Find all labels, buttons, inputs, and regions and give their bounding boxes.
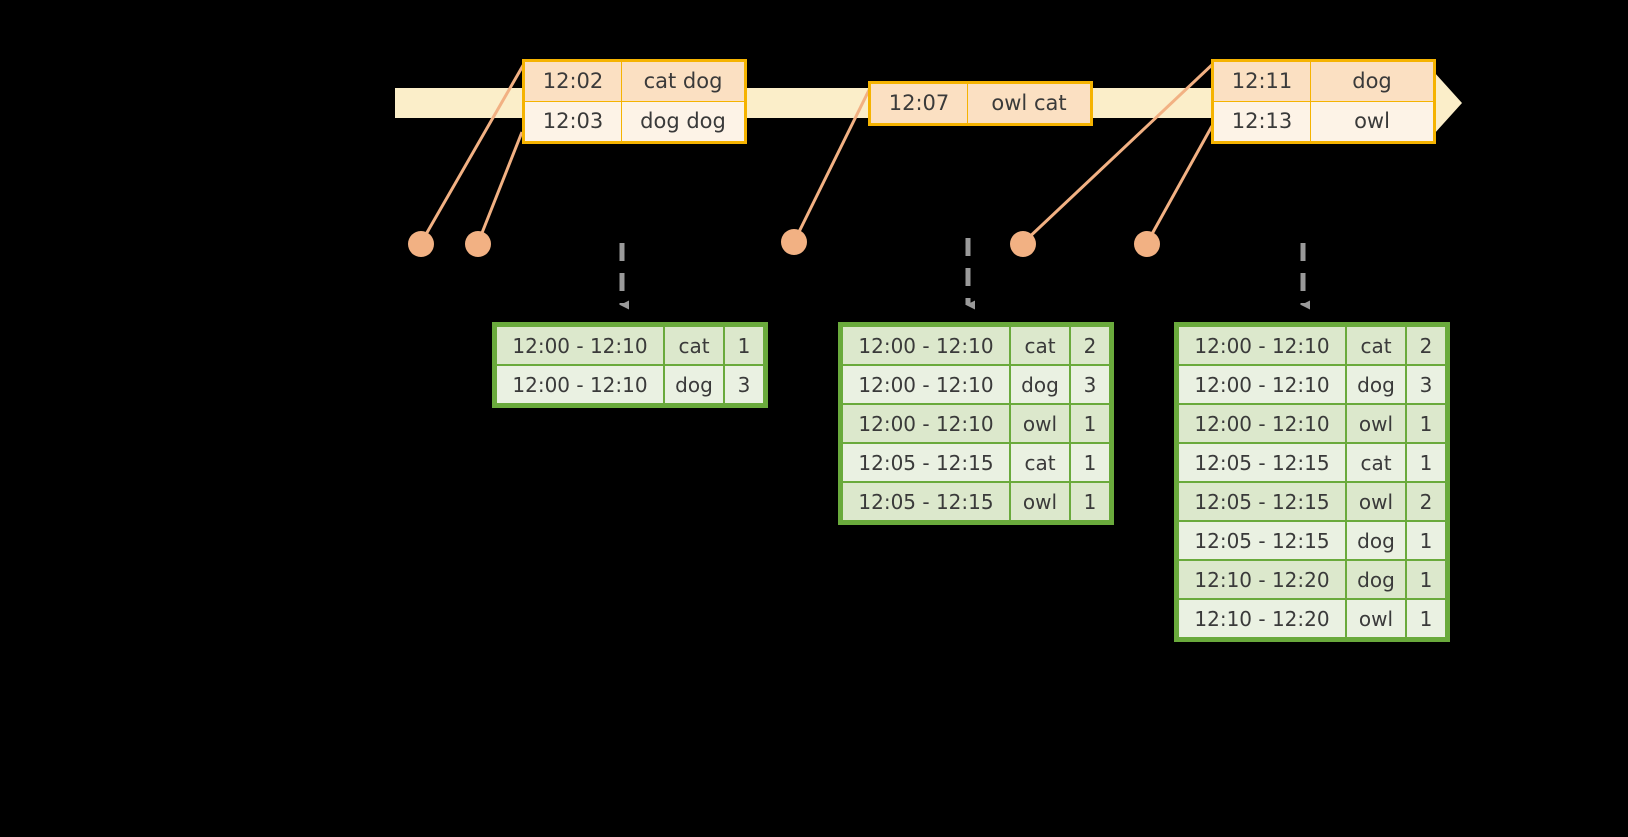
table-row: 12:05 - 12:15 cat 1 <box>1179 444 1445 481</box>
table-row: 12:00 - 12:10 dog 3 <box>497 366 763 403</box>
count-cell: 3 <box>1071 366 1109 403</box>
window-cell: 12:00 - 12:10 <box>843 366 1009 403</box>
key-cell: owl <box>1347 405 1405 442</box>
table-row: 12:10 - 12:20 owl 1 <box>1179 600 1445 637</box>
key-cell: dog <box>1347 561 1405 598</box>
table-row: 12:00 - 12:10 cat 2 <box>1179 327 1445 364</box>
window-cell: 12:00 - 12:10 <box>1179 327 1345 364</box>
event-row: 12:03 dog dog <box>523 101 746 143</box>
window-cell: 12:05 - 12:15 <box>1179 444 1345 481</box>
count-cell: 2 <box>1071 327 1109 364</box>
window-cell: 12:05 - 12:15 <box>1179 522 1345 559</box>
table-row: 12:10 - 12:20 dog 1 <box>1179 561 1445 598</box>
count-cell: 1 <box>1071 444 1109 481</box>
event-time: 12:11 <box>1212 60 1311 102</box>
leader-line-12-02 <box>419 61 527 244</box>
table-row: 12:00 - 12:10 cat 2 <box>843 327 1109 364</box>
event-group-3: 12:11 dog 12:13 owl <box>1211 59 1436 144</box>
event-row: 12:02 cat dog <box>523 60 746 102</box>
count-cell: 1 <box>1071 483 1109 520</box>
key-cell: owl <box>1011 483 1069 520</box>
event-words: owl cat <box>967 82 1092 125</box>
count-cell: 1 <box>1407 405 1445 442</box>
result-table-3: 12:00 - 12:10 cat 2 12:00 - 12:10 dog 3 … <box>1174 322 1450 642</box>
count-cell: 1 <box>1407 561 1445 598</box>
table-row: 12:00 - 12:10 dog 3 <box>1179 366 1445 403</box>
key-cell: cat <box>1347 444 1405 481</box>
dot-12-03-icon <box>465 231 491 257</box>
dot-12-02-icon <box>408 231 434 257</box>
dot-12-11-icon <box>1010 231 1036 257</box>
event-time: 12:13 <box>1212 101 1311 143</box>
leader-lines <box>419 60 1217 245</box>
key-cell: cat <box>665 327 723 364</box>
count-cell: 2 <box>1407 483 1445 520</box>
window-cell: 12:00 - 12:10 <box>843 405 1009 442</box>
table-row: 12:00 - 12:10 cat 1 <box>497 327 763 364</box>
window-cell: 12:00 - 12:10 <box>1179 366 1345 403</box>
window-cell: 12:00 - 12:10 <box>1179 405 1345 442</box>
key-cell: owl <box>1011 405 1069 442</box>
event-row: 12:07 owl cat <box>869 82 1092 125</box>
dot-12-13-icon <box>1134 231 1160 257</box>
event-row: 12:11 dog <box>1212 60 1435 102</box>
leader-line-12-13 <box>1145 125 1214 244</box>
event-words: dog <box>1310 60 1435 102</box>
window-cell: 12:05 - 12:15 <box>843 483 1009 520</box>
event-words: dog dog <box>621 101 746 143</box>
count-cell: 3 <box>725 366 763 403</box>
count-cell: 1 <box>1407 444 1445 481</box>
key-cell: owl <box>1347 483 1405 520</box>
window-cell: 12:00 - 12:10 <box>497 366 663 403</box>
table-row: 12:00 - 12:10 owl 1 <box>843 405 1109 442</box>
leader-line-12-07 <box>792 81 875 243</box>
window-cell: 12:10 - 12:20 <box>1179 561 1345 598</box>
result-table-2: 12:00 - 12:10 cat 2 12:00 - 12:10 dog 3 … <box>838 322 1114 525</box>
window-cell: 12:10 - 12:20 <box>1179 600 1345 637</box>
dashed-arrows <box>619 238 1310 310</box>
event-row: 12:13 owl <box>1212 101 1435 143</box>
key-cell: dog <box>665 366 723 403</box>
event-time: 12:02 <box>523 60 622 102</box>
leader-line-12-03 <box>476 131 524 244</box>
event-dots <box>408 229 1160 257</box>
window-cell: 12:05 - 12:15 <box>1179 483 1345 520</box>
count-cell: 2 <box>1407 327 1445 364</box>
table-row: 12:00 - 12:10 dog 3 <box>843 366 1109 403</box>
leader-line-12-11 <box>1021 60 1217 245</box>
event-group-2: 12:07 owl cat <box>868 81 1093 126</box>
event-group-1: 12:02 cat dog 12:03 dog dog <box>522 59 747 144</box>
event-time: 12:07 <box>869 82 968 125</box>
key-cell: cat <box>1011 444 1069 481</box>
event-time: 12:03 <box>523 101 622 143</box>
key-cell: cat <box>1347 327 1405 364</box>
dot-12-07-icon <box>781 229 807 255</box>
key-cell: owl <box>1347 600 1405 637</box>
window-cell: 12:00 - 12:10 <box>843 327 1009 364</box>
table-row: 12:05 - 12:15 owl 1 <box>843 483 1109 520</box>
window-cell: 12:05 - 12:15 <box>843 444 1009 481</box>
count-cell: 1 <box>1407 522 1445 559</box>
key-cell: cat <box>1011 327 1069 364</box>
key-cell: dog <box>1011 366 1069 403</box>
result-table-1: 12:00 - 12:10 cat 1 12:00 - 12:10 dog 3 <box>492 322 768 408</box>
key-cell: dog <box>1347 522 1405 559</box>
count-cell: 1 <box>1071 405 1109 442</box>
key-cell: dog <box>1347 366 1405 403</box>
window-cell: 12:00 - 12:10 <box>497 327 663 364</box>
event-words: cat dog <box>621 60 746 102</box>
table-row: 12:05 - 12:15 owl 2 <box>1179 483 1445 520</box>
table-row: 12:00 - 12:10 owl 1 <box>1179 405 1445 442</box>
table-row: 12:05 - 12:15 cat 1 <box>843 444 1109 481</box>
count-cell: 1 <box>725 327 763 364</box>
count-cell: 3 <box>1407 366 1445 403</box>
event-words: owl <box>1310 101 1435 143</box>
table-row: 12:05 - 12:15 dog 1 <box>1179 522 1445 559</box>
count-cell: 1 <box>1407 600 1445 637</box>
